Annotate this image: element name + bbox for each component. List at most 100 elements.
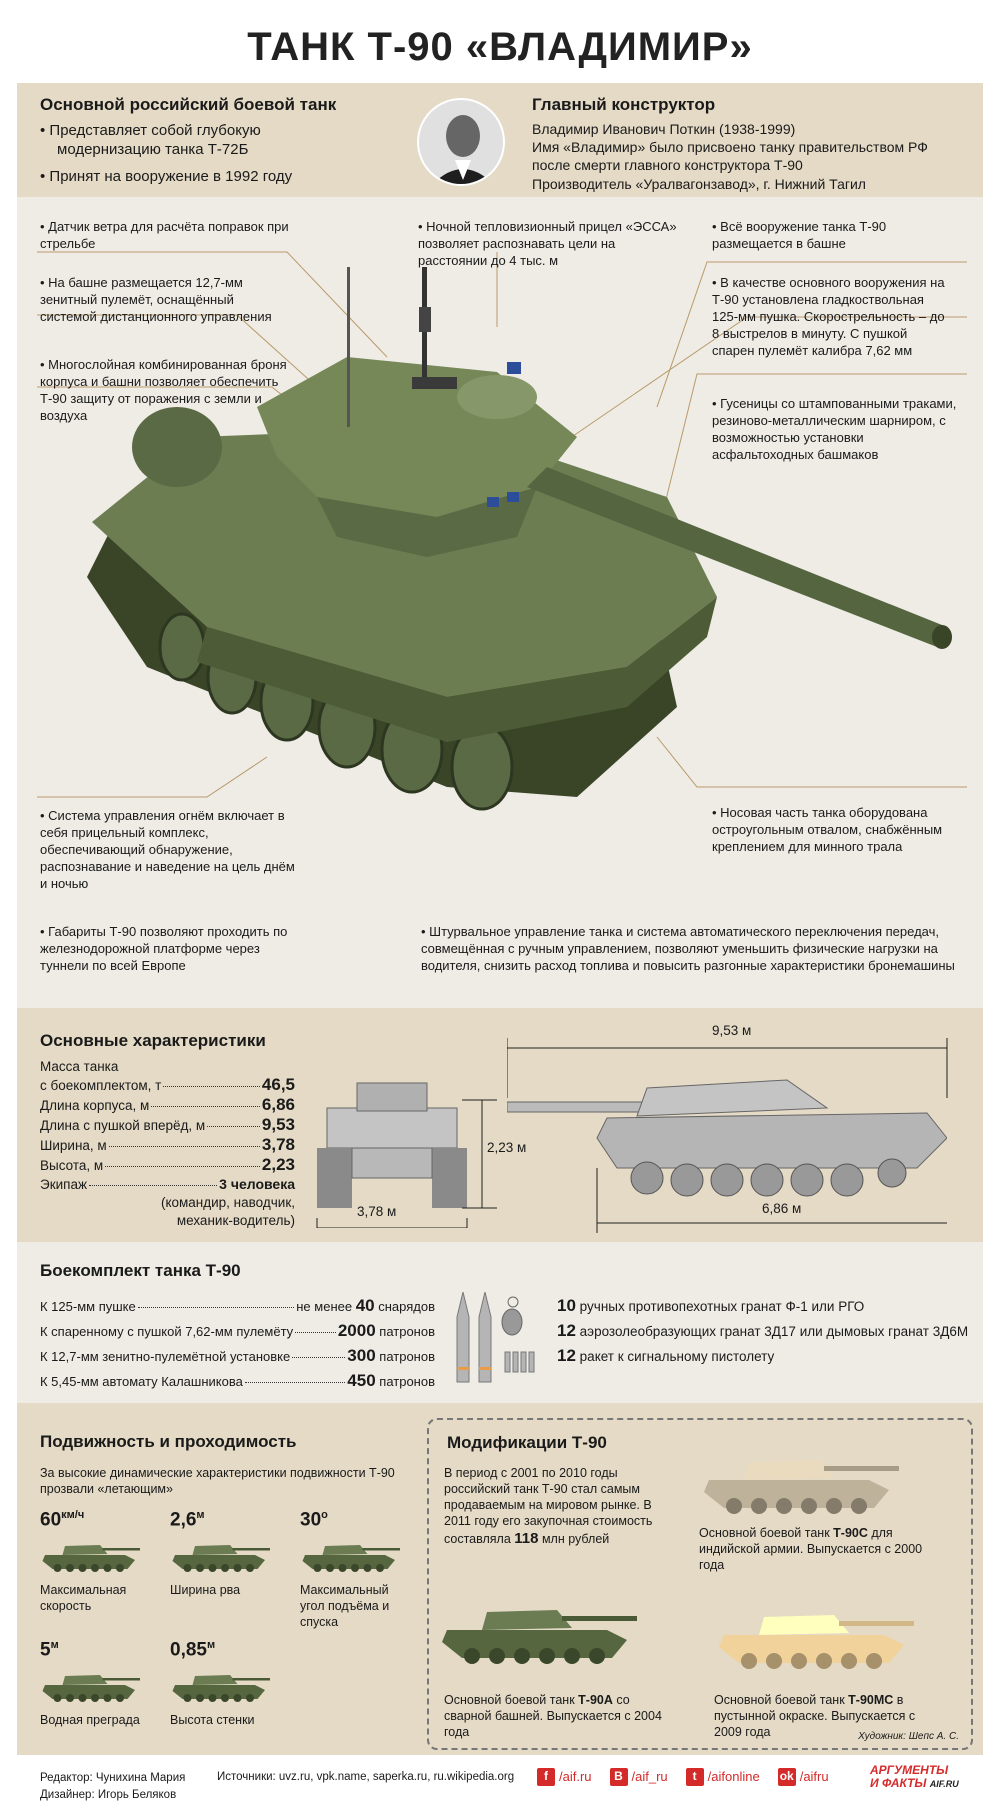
mod-post: со сварной башней. Выпускается с 2004 го… [444, 1693, 662, 1739]
mobility-unit: о [321, 1509, 328, 1521]
spec-mass-label: Масса танка [40, 1059, 119, 1074]
note-steering: Штурвальное управление танка и система а… [421, 924, 971, 975]
mod-name: Т-90МС [848, 1693, 894, 1707]
social-handle: /aifonline [707, 1768, 760, 1784]
specs-heading: Основные характеристики [40, 1031, 266, 1050]
mobility-value: 2,6 [170, 1509, 197, 1531]
mobility-tank-icon [170, 1533, 295, 1582]
mobility-unit: м [196, 1509, 205, 1521]
spec-label: Высота, м [40, 1158, 104, 1174]
mobility-tank-icon [40, 1663, 165, 1712]
mobility-unit: м [50, 1639, 59, 1651]
ammo-count: 2000 [337, 1321, 376, 1340]
designer-line: Имя «Владимир» было присвоено танку прав… [532, 139, 928, 156]
social-link[interactable]: ok/aifru [777, 1768, 829, 1786]
ammo-extra-row: 12 ракет к сигнальному пистолету [557, 1344, 968, 1369]
tank-side-view [507, 1038, 948, 1233]
spec-label: Ширина, м [40, 1138, 107, 1154]
spec-label: с боекомплектом, т [40, 1078, 162, 1094]
artist-credit: Художник: Шепс А. С. [858, 1731, 959, 1743]
mobility-heading: Подвижность и проходимость [40, 1432, 297, 1451]
tank-illustration [37, 251, 967, 811]
specs-band: Основные характеристики Масса танка с бо… [17, 1008, 983, 1242]
mods-text: В период с 2001 по 2010 годы российский … [444, 1465, 664, 1548]
ammo-label: К 5,45-мм автомату Калашникова [40, 1374, 243, 1389]
mod-post: в пустынной окраске. Выпускается с 2009 … [714, 1693, 916, 1739]
spec-value: 3,78 [261, 1135, 295, 1155]
modifications-panel: Модификации Т-90 В период с 2001 по 2010… [427, 1418, 973, 1750]
intro-bullet: • Принят на вооружение в 1992 году [40, 168, 293, 186]
note-armor: Многослойная комбинированная броня корпу… [40, 357, 290, 425]
ammo-row: К 12,7-мм зенитно-пулемётной установке 30… [40, 1344, 435, 1369]
mods-text-body: В период с 2001 по 2010 годы российский … [444, 1466, 653, 1546]
social-link[interactable]: f/aif.ru [537, 1768, 592, 1786]
ammo-count: 450 [347, 1371, 376, 1390]
social-handle: /aifru [799, 1768, 829, 1784]
spec-row: с боекомплектом, т 46,5 [40, 1075, 295, 1095]
ammo-icons [456, 1292, 535, 1383]
social-link[interactable]: t/aifonline [685, 1768, 760, 1786]
hull-length-label: 6,86 м [762, 1201, 802, 1216]
ammo-extra-count: 10 [557, 1296, 576, 1315]
ammo-count: 300 [347, 1346, 376, 1365]
note-tracks: Гусеницы со штампованными траками, резин… [712, 396, 957, 464]
note-main-gun: В качестве основного вооружения на Т-90 … [712, 275, 952, 359]
tank-band: Датчик ветра для расчёта поправок при ст… [17, 197, 983, 1008]
ammo-extra-row: 10 ручных противопехотных гранат Ф-1 или… [557, 1294, 968, 1319]
designer-line: Производитель «Уралвагонзавод», г. Нижни… [532, 175, 866, 192]
ammo-label: К 12,7-мм зенитно-пулемётной установке [40, 1349, 291, 1364]
spec-value: 46,5 [261, 1075, 295, 1095]
mobility-value-wrap: 60км/ч [40, 1508, 165, 1533]
mobility-unit: км/ч [61, 1509, 85, 1521]
ammo-unit: патронов [375, 1349, 435, 1364]
spec-value: 6,86 [261, 1095, 295, 1115]
social-handle: /aif_ru [631, 1768, 668, 1784]
social-icon: ok [777, 1768, 796, 1786]
note-wind-sensor: Датчик ветра для расчёта поправок при ст… [40, 219, 290, 253]
mobility-value: 60 [40, 1509, 62, 1531]
social-link[interactable]: B/aif_ru [609, 1768, 668, 1786]
ammo-extra-text: ракет к сигнальному пистолету [575, 1349, 775, 1364]
note-nose: Носовая часть танка оборудована остроуго… [712, 805, 962, 856]
dot-leader [295, 1332, 336, 1333]
intro-band: Основной российский боевой танк • Предст… [17, 83, 983, 197]
mobility-value-wrap: 30о [300, 1508, 425, 1533]
ammo-unit: патронов [375, 1324, 435, 1339]
crew-note: механик-водитель) [176, 1212, 295, 1228]
mod-name: Т-90С [833, 1526, 868, 1540]
mobility-unit: м [206, 1639, 216, 1651]
social-handle: /aif.ru [559, 1768, 592, 1784]
intro-bullets: • Представляет собой глубокую модернизац… [40, 121, 310, 187]
mobility-label: Водная преграда [40, 1712, 140, 1727]
footer-sources: Источники: uvz.ru, vpk.name, saperka.ru,… [217, 1771, 515, 1783]
note-turret: Всё вооружение танка Т-90 размещается в … [712, 219, 952, 253]
mod-name: Т-90А [578, 1693, 613, 1707]
social-icon: t [685, 1768, 704, 1786]
total-length-label: 9,53 м [712, 1023, 752, 1038]
designer-info: Владимир Иванович Поткин (1938-1999) Имя… [532, 120, 928, 193]
designer-line: после смерти главного конструктора Т-90 [532, 157, 803, 174]
social-links: f/aif.ru B/aif_ru t/aifonline ok/aifru [537, 1768, 829, 1786]
spec-row: Ширина, м 3,78 [40, 1135, 295, 1155]
logo-text: АРГУМЕНТЫ [870, 1763, 949, 1777]
dot-leader [89, 1185, 218, 1187]
ammo-prefix: не менее [296, 1299, 356, 1314]
mobility-value-wrap: 2,6м [170, 1508, 295, 1533]
footer-editor: Редактор: Чунихина Мария [40, 1772, 186, 1784]
mod-pre: Основной боевой танк [699, 1526, 834, 1540]
aif-logo[interactable]: АРГУМЕНТЫ И ФАКТЫ AIF.RU [870, 1764, 959, 1789]
mod-t90a: Основной боевой танк Т-90А со сварной ба… [444, 1692, 679, 1740]
social-icon: f [537, 1768, 555, 1786]
mobility-value-wrap: 5м [40, 1638, 165, 1663]
dot-leader [108, 1146, 260, 1148]
bottom-band: Подвижность и проходимость За высокие ди… [17, 1403, 983, 1755]
ammo-heading: Боекомплект танка Т-90 [40, 1261, 241, 1280]
